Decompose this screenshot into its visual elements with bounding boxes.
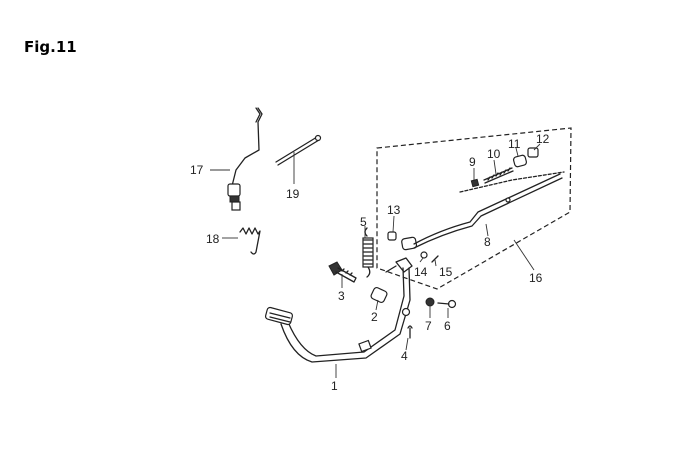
nut-7: [425, 297, 435, 307]
callout-14: 14: [414, 265, 428, 279]
clevis-13: [387, 231, 418, 251]
callout-13: 13: [387, 203, 401, 217]
nut-9: [470, 178, 480, 188]
callout-2: 2: [371, 310, 378, 324]
callout-15: 15: [439, 265, 453, 279]
callout-10: 10: [487, 147, 501, 161]
nut-12: [527, 147, 539, 158]
callout-7: 7: [425, 319, 432, 333]
callout-6: 6: [444, 319, 451, 333]
bushing-2: [370, 286, 388, 304]
figure-title: Fig.11: [24, 38, 77, 56]
washer-14: [420, 251, 428, 259]
callout-19: 19: [286, 187, 300, 201]
brake-pedal-1: [264, 257, 413, 363]
callout-12: 12: [536, 132, 550, 146]
spring-5: [362, 227, 374, 278]
callout-16: 16: [529, 271, 543, 285]
callout-5: 5: [360, 215, 367, 229]
callout-4: 4: [401, 349, 408, 363]
callout-9: 9: [469, 155, 476, 169]
bolt-6: [437, 299, 457, 309]
assembly-boundary-16: [376, 127, 572, 290]
leader-lines: [210, 143, 541, 378]
joint-11: [512, 154, 528, 168]
callout-17: 17: [190, 163, 204, 177]
threaded-rod-10: [483, 167, 514, 184]
callout-8: 8: [484, 235, 491, 249]
callout-18: 18: [206, 232, 220, 246]
callout-11: 11: [508, 137, 521, 151]
cable-17: [227, 107, 263, 211]
brake-rod-8: [413, 171, 565, 249]
rod-19: [275, 134, 322, 166]
spring-18: [239, 227, 261, 255]
bolt-3: [328, 261, 357, 283]
callout-3: 3: [338, 289, 345, 303]
pin-4: [407, 325, 413, 339]
pin-15: [431, 255, 439, 263]
callout-1: 1: [331, 379, 338, 393]
